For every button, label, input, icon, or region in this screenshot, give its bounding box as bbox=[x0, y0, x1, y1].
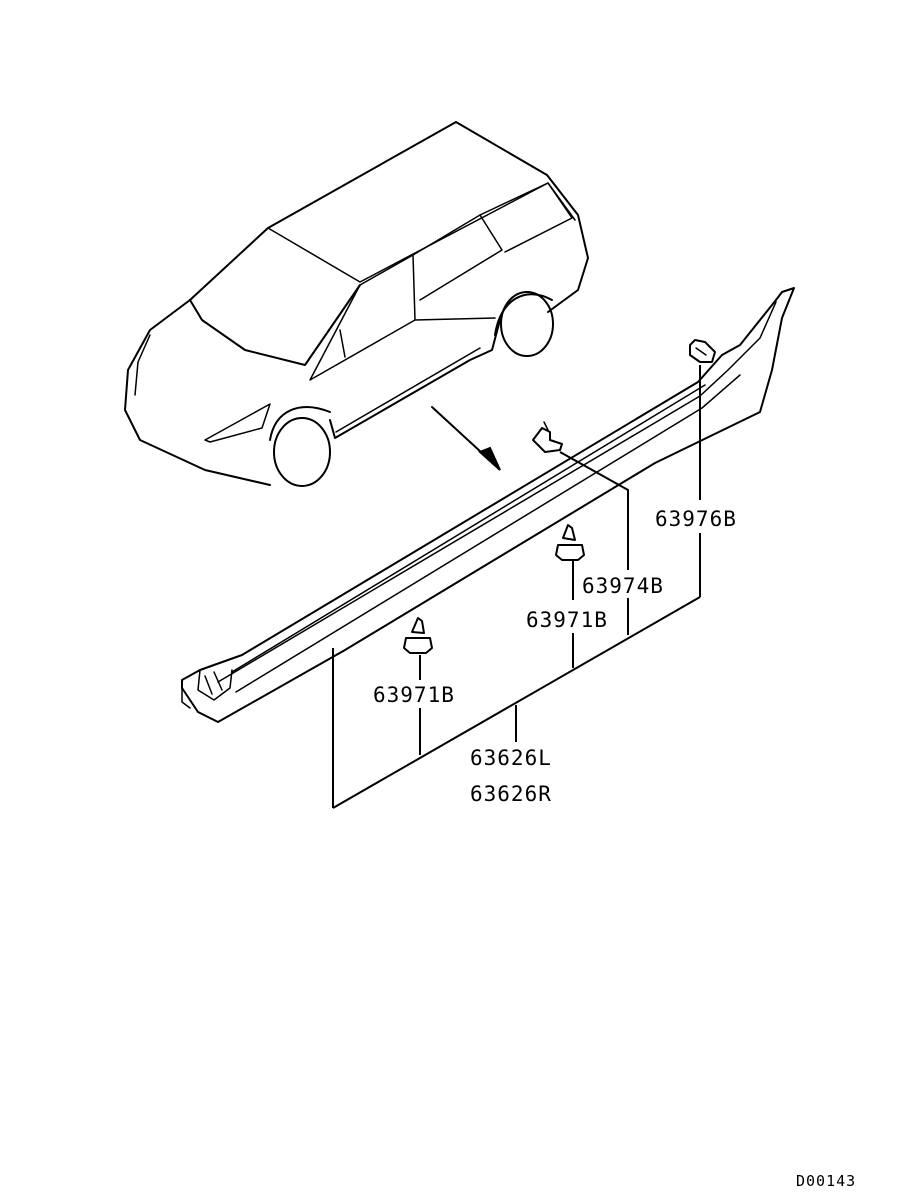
part-number-63626r: 63626R bbox=[470, 782, 552, 806]
leader-lines bbox=[332, 365, 701, 809]
side-sill-garnish bbox=[181, 287, 795, 723]
part-number-63971b-right: 63971B bbox=[526, 608, 608, 632]
part-number-63626l: 63626L bbox=[470, 746, 552, 770]
clip-icon bbox=[689, 339, 716, 363]
part-number-63976b: 63976B bbox=[655, 507, 737, 531]
screw-icon bbox=[555, 524, 585, 561]
part-number-63971b-left: 63971B bbox=[373, 683, 455, 707]
diagram-reference-code: D00143 bbox=[796, 1172, 856, 1187]
car-illustration bbox=[124, 121, 589, 487]
part-number-63974b: 63974B bbox=[582, 574, 664, 598]
clip-icon bbox=[532, 421, 563, 453]
screw-icon bbox=[403, 617, 433, 654]
